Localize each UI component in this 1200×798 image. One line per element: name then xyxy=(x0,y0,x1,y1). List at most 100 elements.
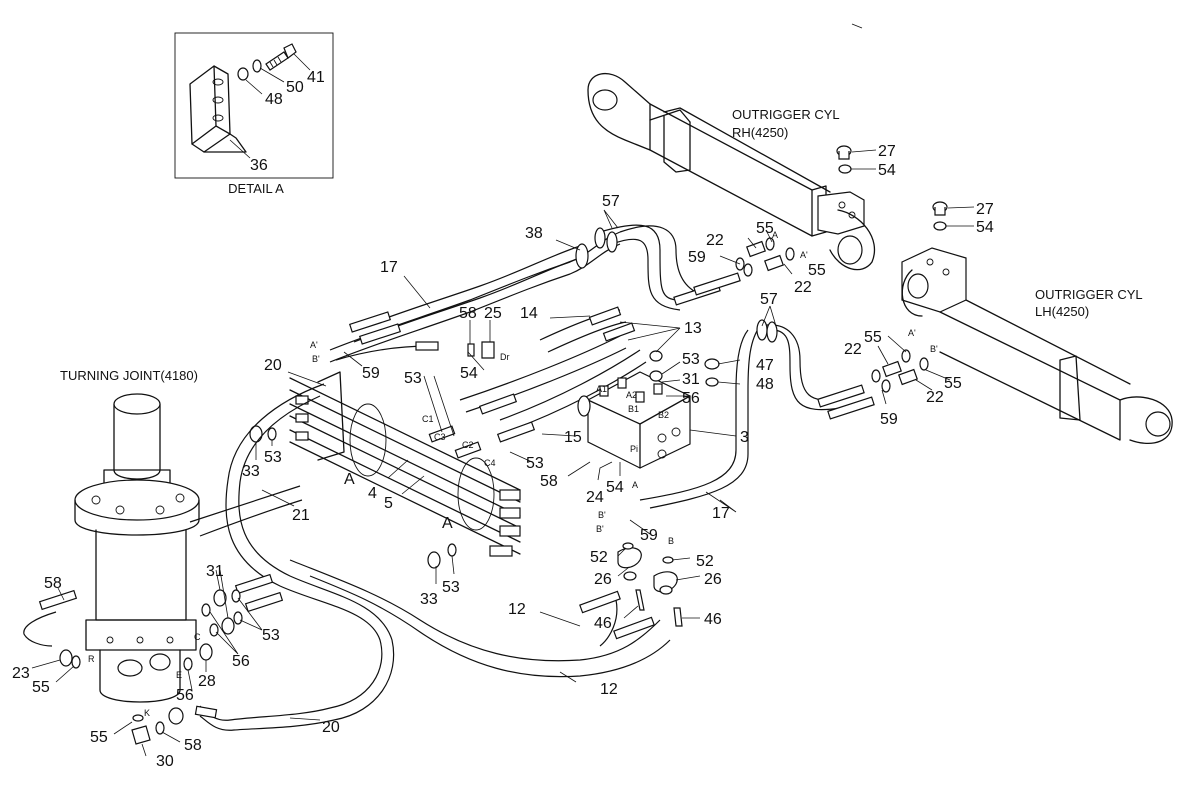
part-label: 22 xyxy=(926,389,944,406)
part-label: 12 xyxy=(508,601,526,618)
part-label: 55 xyxy=(808,262,826,279)
part-label: 30 xyxy=(156,753,174,770)
hose-fitting-icon xyxy=(496,421,536,443)
part-label: 55 xyxy=(944,375,962,392)
part-label: 20 xyxy=(322,719,340,736)
part-label: 31 xyxy=(206,563,224,580)
clip-57-icon xyxy=(606,231,618,253)
part-label: 56 xyxy=(232,653,250,670)
bolt-46-icon xyxy=(635,589,645,611)
part-label: 50 xyxy=(286,79,304,96)
part-label: 46 xyxy=(594,615,612,632)
part-label: 25 xyxy=(484,305,502,322)
outrigger-rh-title-line2: RH(4250) xyxy=(732,125,788,140)
hose-fitting-icon xyxy=(613,616,655,640)
oring-55-icon xyxy=(71,655,81,669)
part-label: 27 xyxy=(976,201,994,218)
part-label: 54 xyxy=(460,365,478,382)
port-label: C3 xyxy=(434,432,446,442)
port-label: A xyxy=(772,230,778,240)
hose-fitting-icon xyxy=(579,590,621,614)
oring-54-rh-icon xyxy=(838,164,852,174)
fitting-icon xyxy=(649,350,663,362)
part-label: 52 xyxy=(590,549,608,566)
hose-21 xyxy=(189,485,301,523)
part-label: 36 xyxy=(250,157,268,174)
part-label: 54 xyxy=(878,162,896,179)
part-label: 55 xyxy=(32,679,50,696)
hose-fitting-icon xyxy=(817,384,865,408)
port-label: A' xyxy=(800,250,808,260)
part-label: 13 xyxy=(684,320,702,337)
hose-fitting-icon xyxy=(38,589,78,611)
leader-lines xyxy=(31,23,951,757)
port-labels: A' B' A' A B A' B' Dr C1 C3 C2 C4 A1 A2 … xyxy=(88,230,938,718)
hose-fitting-icon xyxy=(478,393,518,415)
lh-fittings xyxy=(871,349,929,393)
plug-33-lower-icon xyxy=(427,543,457,569)
part-label: 22 xyxy=(706,232,724,249)
port-label: A2 xyxy=(626,390,637,400)
fitting-25-icon xyxy=(481,341,495,359)
hose-fitting-icon xyxy=(602,322,636,342)
hose-fitting-icon xyxy=(234,573,274,595)
fitting-30-icon xyxy=(131,725,151,745)
hose-fitting-icon xyxy=(194,705,218,719)
oring-58-icon xyxy=(155,721,165,735)
part-label: 33 xyxy=(242,463,260,480)
part-label: 59 xyxy=(640,527,658,544)
part-label: 56 xyxy=(176,687,194,704)
part-label: 55 xyxy=(90,729,108,746)
part-label: 54 xyxy=(606,479,624,496)
oring-56-icon xyxy=(183,657,193,671)
plug-27-lh-icon xyxy=(932,201,948,231)
part-label: 38 xyxy=(525,225,543,242)
part-label: 52 xyxy=(696,553,714,570)
detail-a-frame xyxy=(174,32,334,179)
part-label: 57 xyxy=(760,291,778,308)
hose-fitting-icon xyxy=(827,396,875,420)
hose-fitting-icon xyxy=(358,323,402,345)
elbow-23-icon xyxy=(59,649,73,667)
port-label: B' xyxy=(312,354,320,364)
port-label: B' xyxy=(930,344,938,354)
rh-fittings xyxy=(735,237,795,277)
part-label: A xyxy=(344,471,355,488)
oring-54-lh-icon xyxy=(933,221,947,231)
port-label: Pi xyxy=(630,444,638,454)
part-label: 58 xyxy=(540,473,558,490)
part-label: 31 xyxy=(682,371,700,388)
part-label: A xyxy=(442,515,453,532)
fitting-icon xyxy=(415,341,439,351)
part-label: 57 xyxy=(602,193,620,210)
part-label: 20 xyxy=(264,357,282,374)
clip-57-icon xyxy=(766,321,778,343)
part-label: 53 xyxy=(262,627,280,644)
port-label: B' xyxy=(596,524,604,534)
part-label: 59 xyxy=(362,365,380,382)
hose-fitting-icon xyxy=(348,311,392,333)
part-label: 58 xyxy=(44,575,62,592)
port-label: C1 xyxy=(422,414,434,424)
oring-52-icon xyxy=(662,556,674,564)
part-label: 21 xyxy=(292,507,310,524)
outrigger-rh-title-line1: OUTRIGGER CYL xyxy=(732,107,840,122)
outrigger-cylinder-lh xyxy=(901,247,1173,444)
port-label: A xyxy=(632,480,638,490)
valve-block-3 xyxy=(577,371,691,469)
port-label: B2 xyxy=(658,410,669,420)
bolt-41-icon xyxy=(265,43,297,71)
port-label: A' xyxy=(310,340,318,350)
washer-48-icon xyxy=(237,67,249,81)
port-label: C xyxy=(194,632,201,642)
fitting-icon xyxy=(168,707,184,725)
hose-12 xyxy=(289,559,671,678)
outrigger-cylinder-rh xyxy=(587,72,875,271)
port-label: B xyxy=(668,536,674,546)
port-label: C2 xyxy=(462,440,474,450)
part-label: 12 xyxy=(600,681,618,698)
hose-fitting-icon xyxy=(693,272,741,296)
part-label: 4 xyxy=(368,485,377,502)
part-label: 5 xyxy=(384,495,393,512)
fitting-58-icon xyxy=(467,343,475,357)
